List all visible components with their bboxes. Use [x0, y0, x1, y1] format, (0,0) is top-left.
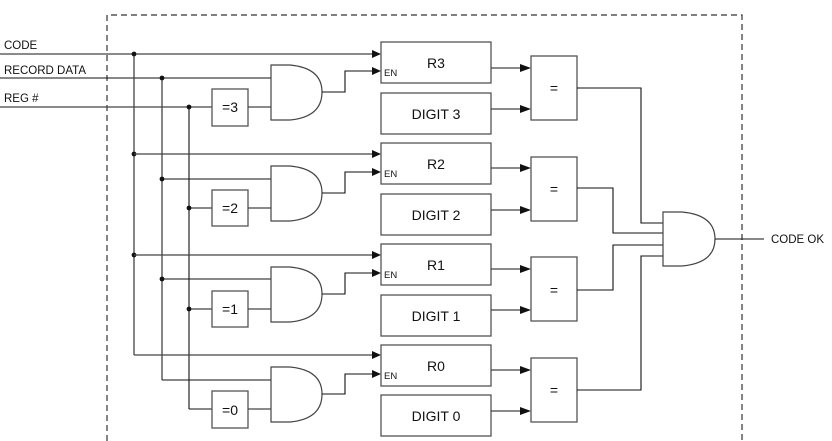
input-label-record-data: RECORD DATA — [4, 65, 86, 77]
comparator-label: = — [550, 181, 558, 197]
arrowhead — [520, 265, 531, 273]
comparator-box — [530, 156, 578, 222]
register-label: R1 — [427, 257, 445, 273]
input-label-code: CODE — [4, 40, 38, 52]
wire-enable — [322, 70, 372, 93]
and-gate — [270, 266, 323, 323]
arrowhead — [372, 150, 381, 158]
wire-enable — [322, 171, 372, 194]
register-box — [380, 41, 492, 84]
arrowhead — [520, 306, 531, 314]
arrowhead — [520, 64, 531, 72]
junction-dot — [131, 51, 137, 57]
arrowhead — [520, 164, 531, 172]
output-label-code-ok: CODE OK — [771, 234, 824, 246]
digit-label: DIGIT 2 — [412, 207, 461, 223]
wire-compare-out — [577, 244, 663, 291]
digit-box — [380, 193, 492, 236]
decoder-label: =2 — [222, 200, 238, 216]
enable-label: EN — [384, 169, 397, 180]
final-and-gate — [662, 211, 716, 267]
digit-label: DIGIT 0 — [412, 408, 461, 424]
junction-dot — [159, 75, 165, 81]
arrowhead — [372, 67, 381, 75]
enable-label: EN — [384, 68, 397, 79]
register-box — [380, 344, 492, 387]
wire-compare-out — [577, 87, 663, 224]
digit-box — [380, 294, 492, 337]
arrowhead — [520, 206, 531, 214]
arrowhead — [520, 105, 531, 113]
arrowhead — [372, 351, 381, 359]
register-label: R2 — [427, 156, 445, 172]
register-box — [380, 243, 492, 286]
and-gate — [270, 64, 323, 121]
system-boundary — [106, 14, 743, 441]
decoder-label: =0 — [222, 402, 238, 418]
digit-box — [380, 394, 492, 437]
comparator-label: = — [550, 382, 558, 398]
wire-enable — [322, 272, 372, 295]
comparator-label: = — [550, 282, 558, 298]
register-box — [380, 142, 492, 185]
digit-label: DIGIT 1 — [412, 308, 461, 324]
arrowhead — [520, 366, 531, 374]
digit-box — [380, 92, 492, 135]
and-gate — [270, 165, 323, 222]
decoder-box — [211, 290, 249, 328]
arrowhead — [372, 370, 381, 378]
junction-dot — [186, 104, 192, 110]
register-label: R3 — [427, 55, 445, 71]
wire-enable — [322, 373, 372, 395]
input-label-reg-num: REG # — [4, 93, 39, 105]
comparator-label: = — [550, 80, 558, 96]
wire-compare-out — [577, 255, 663, 391]
arrowhead — [372, 50, 381, 58]
arrowhead — [372, 269, 381, 277]
stage-0: =0 R0 EN DIGIT 0 = — [134, 255, 663, 437]
arrowhead — [520, 407, 531, 415]
decoder-box — [211, 88, 249, 127]
stage-2: =2 R2 EN DIGIT 2 = — [134, 142, 663, 236]
stage-1: =1 R1 EN DIGIT 1 = — [134, 243, 663, 337]
decoder-label: =1 — [222, 301, 238, 317]
and-gate — [270, 366, 323, 423]
comparator-box — [530, 256, 578, 322]
wire-compare-out — [577, 187, 663, 234]
arrowhead — [372, 251, 381, 259]
arrowhead — [372, 168, 381, 176]
enable-label: EN — [384, 270, 397, 281]
decoder-box — [211, 390, 249, 429]
register-label: R0 — [427, 358, 445, 374]
enable-label: EN — [384, 371, 397, 382]
digit-label: DIGIT 3 — [412, 106, 461, 122]
stage-3: =3 R3 EN DIGIT 3 = — [211, 41, 663, 224]
decoder-label: =3 — [222, 99, 238, 115]
